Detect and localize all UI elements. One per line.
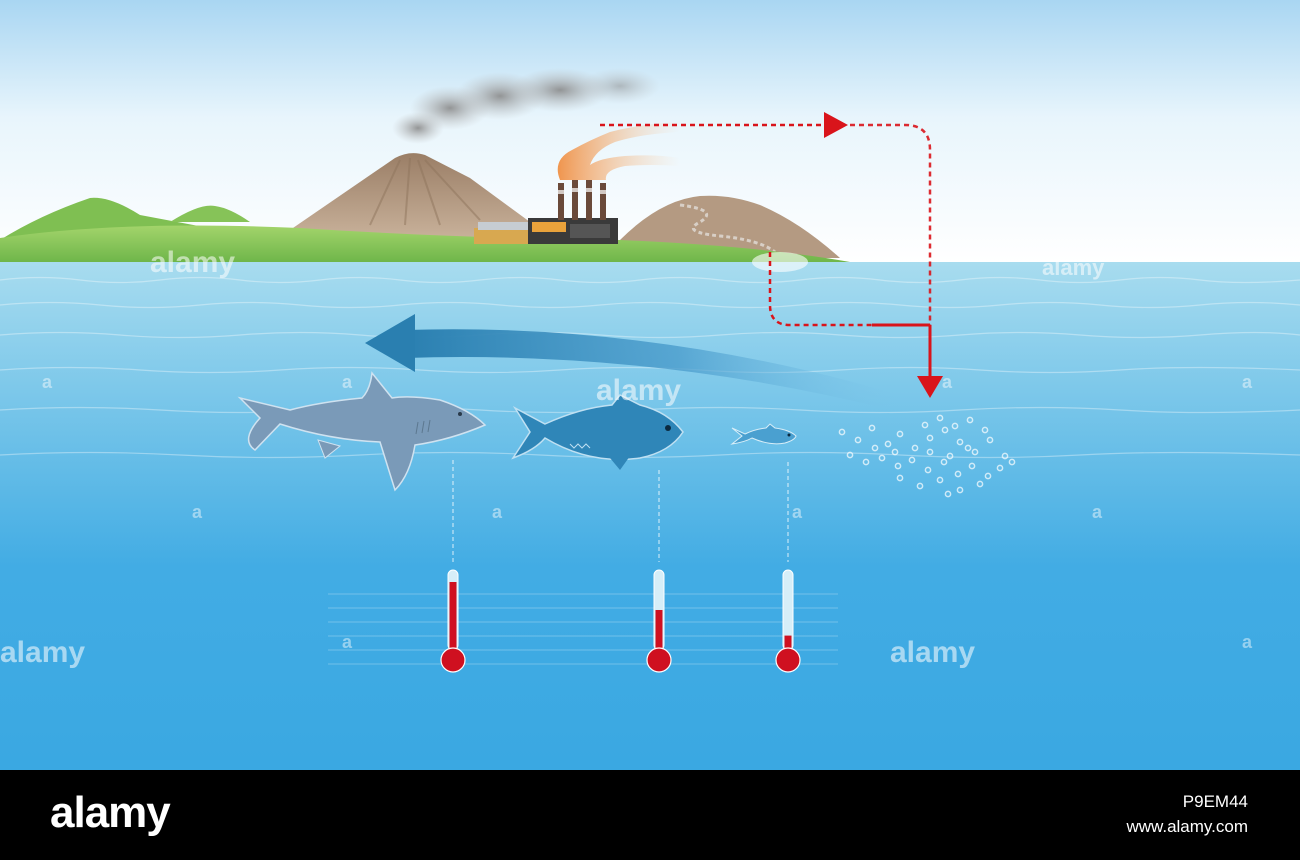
- plankton-particle: [924, 466, 932, 474]
- plankton-particle: [936, 476, 944, 484]
- watermark: alamy: [1042, 255, 1105, 280]
- pollution-arrowhead-down: [917, 376, 943, 398]
- plankton-particle: [966, 416, 974, 424]
- plankton-particle: [954, 470, 962, 478]
- factory-icon: [474, 122, 680, 244]
- watermark-glyph: a: [1092, 502, 1103, 522]
- watermark-glyph: a: [1242, 372, 1253, 392]
- temperature-scale-lines: [328, 593, 838, 665]
- hill-small: [170, 205, 250, 222]
- plankton-icon: [838, 414, 1016, 498]
- plankton-particle: [911, 444, 919, 452]
- plankton-particle: [862, 458, 870, 466]
- thermometer-small-fish: [775, 569, 801, 673]
- watermark-glyph: a: [492, 502, 503, 522]
- plankton-particle: [976, 480, 984, 488]
- plankton-particle: [854, 436, 862, 444]
- plankton-particle: [951, 422, 959, 430]
- watermark-glyph: a: [792, 502, 803, 522]
- thermometer-level: [655, 610, 663, 652]
- pollution-path: [600, 123, 932, 380]
- plankton-particle: [984, 472, 992, 480]
- plankton-particle: [996, 464, 1004, 472]
- plankton-particle: [944, 490, 952, 498]
- plankton-particle: [846, 451, 854, 459]
- plankton-particle: [884, 440, 892, 448]
- footer-image-id: P9EM44: [1182, 792, 1248, 811]
- plankton-particle: [956, 438, 964, 446]
- factory-emissions: [557, 122, 680, 180]
- plankton-particle: [891, 448, 899, 456]
- runoff-splash: [752, 252, 808, 272]
- lava-trail: [679, 203, 776, 254]
- diagram-canvas: alamy alamy alamy alamy alamy a a a a a …: [0, 0, 1300, 770]
- volcano-ridges: [369, 157, 481, 226]
- watermark-glyph: a: [342, 632, 353, 652]
- thermometer-level: [449, 582, 457, 652]
- thermometer-level: [784, 635, 792, 652]
- food-chain-arrow: [365, 314, 900, 410]
- thermometer-connectors: [452, 460, 789, 562]
- footer-brand: alamy: [50, 788, 171, 837]
- thermometer-tuna: [646, 569, 672, 673]
- watermark-glyph: a: [342, 372, 353, 392]
- island: [0, 153, 850, 262]
- plankton-particle: [926, 434, 934, 442]
- thermometer-bulb: [440, 647, 466, 673]
- plankton-particle: [936, 414, 944, 422]
- tuna-icon: [511, 394, 684, 470]
- plankton-particle: [941, 426, 949, 434]
- watermark-glyph: a: [42, 372, 53, 392]
- thermometer-bulb: [646, 647, 672, 673]
- plankton-particle: [1001, 452, 1009, 460]
- stock-footer: alamy P9EM44 www.alamy.com: [0, 770, 1300, 860]
- plankton-particle: [921, 421, 929, 429]
- plankton-particle: [916, 482, 924, 490]
- thermometer-bulb: [775, 647, 801, 673]
- watermark: alamy: [150, 246, 235, 279]
- volcano-smoke: [392, 68, 660, 144]
- small-fish-icon: [730, 423, 797, 445]
- plankton-particle: [894, 462, 902, 470]
- plankton-particle: [946, 452, 954, 460]
- plankton-particle: [968, 462, 976, 470]
- plankton-particle: [1008, 458, 1016, 466]
- watermark-glyph: a: [192, 502, 203, 522]
- plankton-particle: [926, 448, 934, 456]
- thermometer-shark: [440, 569, 466, 673]
- plankton-particle: [986, 436, 994, 444]
- watermark: alamy: [596, 374, 681, 407]
- watermark-glyph: a: [1242, 632, 1253, 652]
- watermark: alamy: [0, 636, 85, 669]
- plankton-particle: [940, 458, 948, 466]
- plankton-particle: [981, 426, 989, 434]
- plankton-particle: [868, 424, 876, 432]
- plankton-particle: [896, 474, 904, 482]
- ocean-pollution-diagram: alamy alamy alamy alamy alamy a a a a a …: [0, 0, 1300, 770]
- plankton-particle: [871, 444, 879, 452]
- plankton-particle: [838, 428, 846, 436]
- watermark-glyph: a: [942, 372, 953, 392]
- watermarks: alamy alamy alamy alamy alamy a a a a a …: [0, 246, 1253, 669]
- crater-mountain: [620, 195, 840, 258]
- shark-icon: [237, 371, 487, 492]
- plankton-particle: [896, 430, 904, 438]
- plankton-particle: [971, 448, 979, 456]
- plankton-particle: [964, 444, 972, 452]
- plankton-particle: [908, 456, 916, 464]
- plankton-particle: [956, 486, 964, 494]
- footer-site: www.alamy.com: [1126, 817, 1248, 836]
- thermometers: [440, 569, 801, 673]
- plankton-particle: [878, 454, 886, 462]
- pollution-arrowhead-right: [824, 112, 848, 138]
- watermark: alamy: [890, 636, 975, 669]
- land-strip: [0, 225, 850, 262]
